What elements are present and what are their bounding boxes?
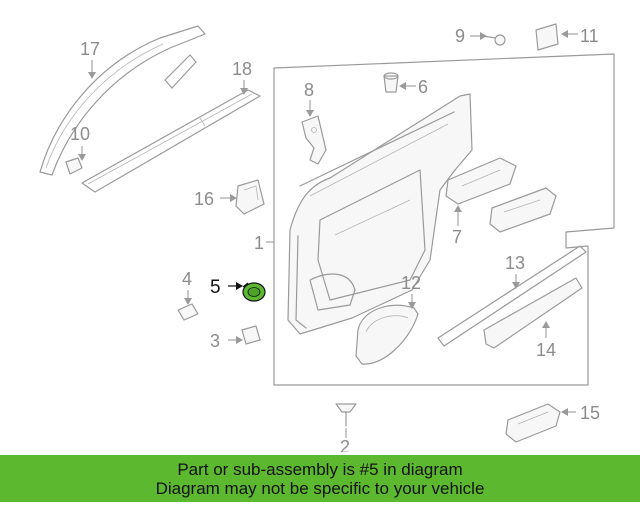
part-15-switch[interactable] xyxy=(505,403,561,443)
callout-10: 10 xyxy=(70,124,90,144)
callout-18: 18 xyxy=(232,59,252,79)
part-7-switch-bezel[interactable] xyxy=(445,157,517,205)
banner-line-2: Diagram may not be specific to your vehi… xyxy=(155,479,485,498)
callout-9: 9 xyxy=(455,26,465,46)
callout-6: 6 xyxy=(418,77,428,97)
part-1-door-trim-panel[interactable] xyxy=(273,53,615,386)
part-5-highlighted-grommet[interactable] xyxy=(242,282,266,302)
callout-13: 13 xyxy=(505,253,525,273)
callout-4: 4 xyxy=(182,269,192,289)
part-16-bracket[interactable] xyxy=(235,179,265,215)
callout-8: 8 xyxy=(304,80,314,100)
part-9-screw[interactable] xyxy=(481,34,506,46)
callout-1: 1 xyxy=(254,233,264,253)
part-14-armrest-pad[interactable] xyxy=(483,277,583,349)
part-12-speaker-grille[interactable] xyxy=(355,304,419,365)
callout-7: 7 xyxy=(452,227,462,247)
callout-2: 2 xyxy=(340,437,350,452)
part-11-cover[interactable] xyxy=(535,23,559,51)
info-banner: Part or sub-assembly is #5 in diagram Di… xyxy=(0,455,640,502)
banner-line-1: Part or sub-assembly is #5 in diagram xyxy=(177,460,463,479)
callout-5: 5 xyxy=(210,277,221,298)
part-18-belt-weatherstrip[interactable] xyxy=(81,89,261,193)
callout-11: 11 xyxy=(580,26,599,46)
part-6-clip[interactable] xyxy=(383,72,399,93)
callout-17: 17 xyxy=(80,39,100,59)
callout-labels: 17 10 18 8 6 9 11 1 16 7 13 14 12 4 5 3 … xyxy=(70,26,600,452)
callout-15: 15 xyxy=(580,403,600,423)
callout-14: 14 xyxy=(536,340,556,360)
part-13-trim-strip[interactable] xyxy=(437,245,587,347)
part-8-bracket[interactable] xyxy=(301,115,327,165)
part-10-clip[interactable] xyxy=(65,157,83,175)
part-switch-assembly[interactable] xyxy=(489,187,557,233)
part-17-window-molding[interactable] xyxy=(39,25,206,176)
callout-12: 12 xyxy=(401,273,421,293)
callout-3: 3 xyxy=(210,331,220,351)
part-3-clip[interactable] xyxy=(241,325,261,345)
part-4-clip[interactable] xyxy=(177,303,199,321)
part-2-push-pin[interactable] xyxy=(335,403,357,427)
leader-lines xyxy=(78,30,578,438)
parts-diagram: 17 10 18 8 6 9 11 1 16 7 13 14 12 4 5 3 … xyxy=(39,23,615,452)
callout-16: 16 xyxy=(194,189,214,209)
